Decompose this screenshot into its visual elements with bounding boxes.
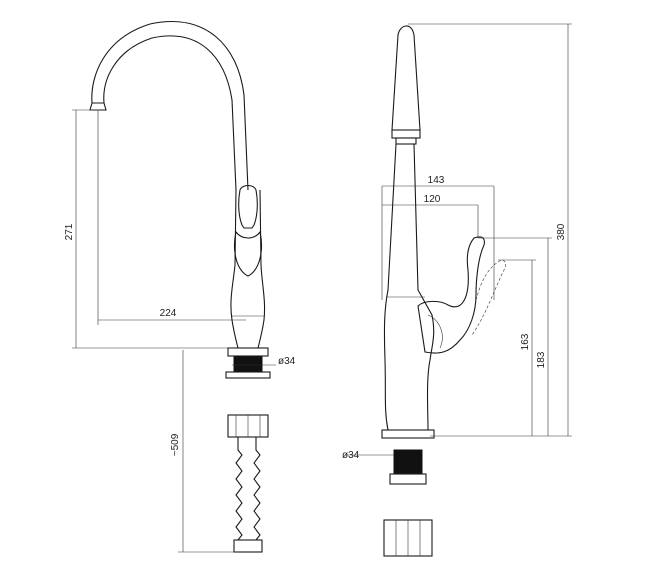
front-hose-right <box>253 437 261 548</box>
dim-lever-height: 163 <box>520 333 531 350</box>
front-lever <box>238 184 258 229</box>
side-lever <box>417 236 485 354</box>
front-mount-nut <box>225 371 271 379</box>
front-base-collar <box>227 347 269 357</box>
side-base-collar <box>381 429 435 439</box>
dim-total-height: 380 <box>556 223 567 240</box>
side-mount-thread <box>393 449 423 475</box>
front-body <box>230 189 266 349</box>
front-view: 271 224 ø34 ~509 <box>64 21 296 553</box>
front-lever-ring <box>233 230 263 277</box>
side-body <box>383 143 435 431</box>
front-spout <box>91 21 249 191</box>
side-spout <box>391 25 421 131</box>
dim-base-diameter-side: ø34 <box>342 450 360 461</box>
side-lever-dashed <box>471 260 506 336</box>
dim-handle-height: 183 <box>536 351 547 368</box>
front-spout-inner <box>103 35 237 191</box>
front-hose-left <box>235 437 243 548</box>
dim-spout-reach: 224 <box>160 308 177 319</box>
side-spout-aerator <box>391 129 421 139</box>
front-hose-end <box>233 539 263 553</box>
dim-depth-120: 120 <box>424 194 441 205</box>
side-view: 143 120 380 183 163 ø34 <box>342 23 572 557</box>
dim-hose-length: ~509 <box>170 433 181 456</box>
front-spout-tip <box>89 102 107 111</box>
dim-base-diameter-front: ø34 <box>278 356 296 367</box>
front-mount-thread <box>233 356 263 372</box>
dim-spout-height: 271 <box>64 223 75 240</box>
dim-depth-143: 143 <box>428 175 445 186</box>
